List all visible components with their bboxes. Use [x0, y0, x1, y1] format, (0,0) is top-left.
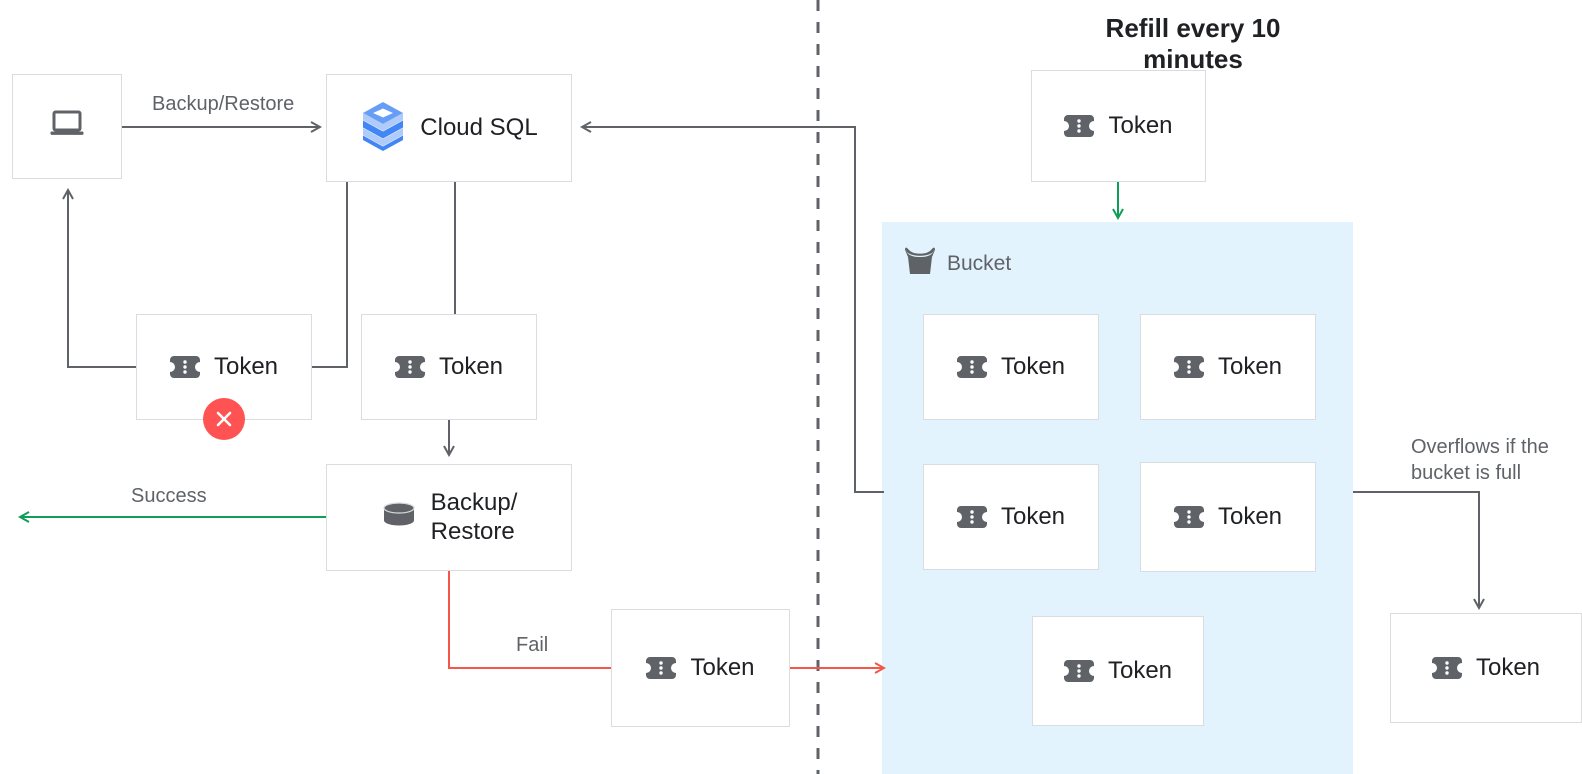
- bucket-token-4-label: Token: [1217, 502, 1283, 530]
- laptop-icon: [48, 108, 86, 145]
- bucket-token-3-label: Token: [1000, 502, 1066, 530]
- token-ticket-icon: [1173, 504, 1204, 530]
- node-client[interactable]: [12, 74, 122, 179]
- edge-label-fail: Fail: [516, 634, 549, 656]
- node-backup-restore[interactable]: Backup/ Restore: [326, 464, 572, 571]
- node-cloud-sql[interactable]: Cloud SQL: [326, 74, 572, 182]
- node-token-refill[interactable]: Token: [1031, 70, 1206, 182]
- bucket-header: Bucket: [903, 246, 1011, 281]
- token-ticket-icon: [646, 655, 677, 681]
- edge-label-success: Success: [131, 485, 207, 507]
- node-token-consumed[interactable]: Token: [361, 314, 537, 420]
- bucket-token-1-label: Token: [1000, 352, 1066, 380]
- bucket-token-2[interactable]: Token: [1140, 314, 1316, 420]
- node-token-overflow[interactable]: Token: [1390, 613, 1582, 723]
- edge-label-backup-restore: Backup/Restore: [152, 93, 295, 115]
- token-ticket-icon: [169, 354, 200, 380]
- bucket-token-2-label: Token: [1217, 352, 1283, 380]
- edge-token-failed-to-client: [68, 190, 136, 368]
- token-ticket-icon: [394, 354, 425, 380]
- edge-bucket-overflow: [1353, 491, 1479, 608]
- bucket-token-1[interactable]: Token: [923, 314, 1099, 420]
- node-cloud-sql-label: Cloud SQL: [420, 113, 538, 141]
- bucket-token-4[interactable]: Token: [1140, 462, 1316, 572]
- cloud-sql-icon: [360, 100, 406, 157]
- node-token-failed-label: Token: [213, 352, 279, 380]
- bucket-token-3[interactable]: Token: [923, 464, 1099, 570]
- edge-cloudsql-to-token-failed: [312, 182, 348, 368]
- database-cylinder-icon: [381, 500, 417, 535]
- bucket-icon: [903, 246, 937, 281]
- token-ticket-icon: [1063, 658, 1094, 684]
- token-ticket-icon: [956, 354, 987, 380]
- bucket-token-5[interactable]: Token: [1032, 616, 1204, 726]
- bucket-label: Bucket: [947, 251, 1012, 275]
- node-token-refill-label: Token: [1108, 111, 1173, 139]
- edge-bucket-to-cloudsql: [582, 127, 884, 493]
- node-token-consumed-label: Token: [438, 352, 504, 380]
- token-ticket-icon: [1173, 354, 1204, 380]
- token-ticket-icon: [1431, 655, 1462, 681]
- page-title: Refill every 10 minutes: [1105, 13, 1281, 74]
- token-ticket-icon: [956, 504, 987, 530]
- node-token-fail-return-label: Token: [690, 653, 755, 681]
- overflow-note: Overflows if the bucket is full: [1411, 436, 1549, 484]
- node-token-fail-return[interactable]: Token: [611, 609, 790, 727]
- node-backup-restore-label: Backup/ Restore: [430, 489, 518, 545]
- error-x-icon: [203, 398, 245, 440]
- bucket-token-5-label: Token: [1107, 656, 1173, 684]
- token-ticket-icon: [1064, 113, 1095, 139]
- node-token-overflow-label: Token: [1475, 653, 1541, 681]
